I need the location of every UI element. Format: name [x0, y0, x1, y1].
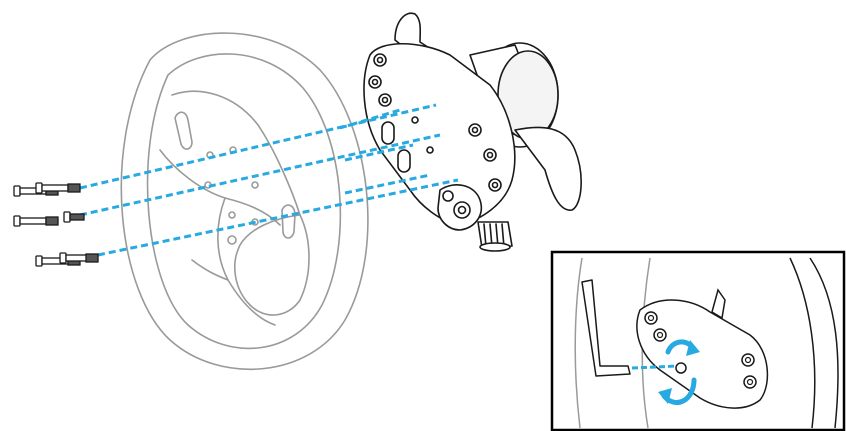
- screw: [64, 212, 84, 222]
- screw: [14, 216, 58, 226]
- screw: [60, 253, 98, 263]
- inset-detail: [552, 252, 844, 430]
- quick-release-hub: [364, 13, 581, 251]
- screws: [14, 183, 98, 266]
- screw: [36, 183, 80, 193]
- steering-wheel: [121, 33, 368, 369]
